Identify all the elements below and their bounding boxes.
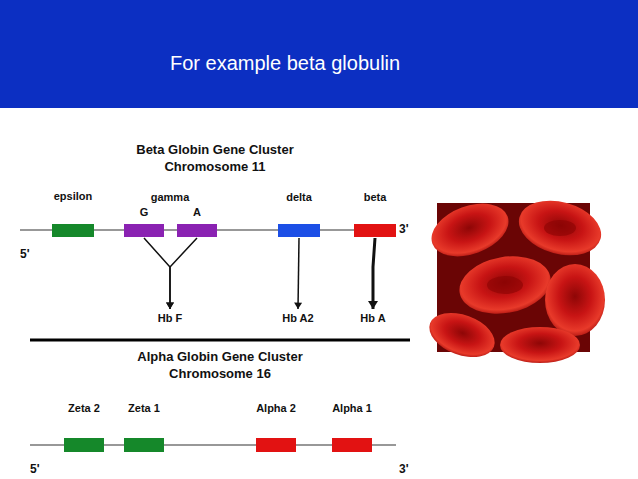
gene-box xyxy=(124,438,164,452)
gene-box xyxy=(52,224,94,237)
arrow-head xyxy=(166,303,174,309)
gene-node: epsilon xyxy=(52,190,94,237)
gene-node: Alpha 1 xyxy=(331,402,373,452)
cluster-heading: Beta Globin Gene Cluster xyxy=(136,142,293,157)
gene-label: Zeta 2 xyxy=(68,402,100,415)
gene-node: Zeta 2 xyxy=(64,402,104,452)
connector-arrow xyxy=(166,238,197,309)
connector-arrow xyxy=(294,238,302,309)
gene-label: Alpha 2 xyxy=(256,402,296,415)
hemoglobin-label: Hb F xyxy=(158,312,182,325)
connector-line xyxy=(144,238,170,309)
connector-arrow xyxy=(368,238,378,309)
gene-node: G xyxy=(124,206,164,237)
arrow-head xyxy=(294,303,302,309)
chromosome-heading: Chromosome 11 xyxy=(164,159,265,174)
slide-title: For example beta globulin xyxy=(170,52,400,75)
gene-label: epsilon xyxy=(54,190,93,203)
gene-box xyxy=(124,224,164,237)
gene-node: A xyxy=(177,206,217,237)
gene-label: Zeta 1 xyxy=(128,402,160,415)
hemoglobin-label: Hb A2 xyxy=(282,312,313,325)
product-node: Hb F xyxy=(156,311,184,326)
gene-label: G xyxy=(140,206,149,219)
gene-node: Alpha 2 xyxy=(255,402,297,452)
arrow-head xyxy=(368,301,378,309)
gene-label: delta xyxy=(286,191,312,204)
gene-box xyxy=(256,438,296,452)
gene-box xyxy=(354,224,396,237)
gene-box xyxy=(177,224,217,237)
connector-line xyxy=(373,238,375,309)
strand-end: 3' xyxy=(399,462,409,476)
gene-label: beta xyxy=(364,191,387,204)
red-blood-cells-photo xyxy=(423,192,607,365)
connector-line xyxy=(170,238,197,309)
gene-box xyxy=(64,438,104,452)
hemoglobin-label: Hb A xyxy=(360,312,385,325)
product-node: Hb A xyxy=(358,311,387,326)
product-node: Hb A2 xyxy=(280,311,315,326)
gene-node: beta xyxy=(354,191,396,237)
separator-line xyxy=(30,339,410,342)
strand-end: 5' xyxy=(30,462,40,476)
gene-node: delta xyxy=(278,191,320,237)
chromosome-heading: Chromosome 16 xyxy=(169,366,271,381)
connector-line xyxy=(298,238,299,309)
gene-node: Zeta 1 xyxy=(124,402,164,452)
gene-label: Alpha 1 xyxy=(332,402,372,415)
gene-box xyxy=(278,224,320,237)
arrow-head xyxy=(166,303,174,309)
strand-end: 3' xyxy=(399,222,409,236)
cluster-heading: Alpha Globin Gene Cluster xyxy=(137,349,302,364)
gene-label: A xyxy=(193,206,201,219)
gene-box xyxy=(332,438,372,452)
gene-group-label: gamma xyxy=(151,191,190,204)
strand-end: 5' xyxy=(20,247,30,261)
